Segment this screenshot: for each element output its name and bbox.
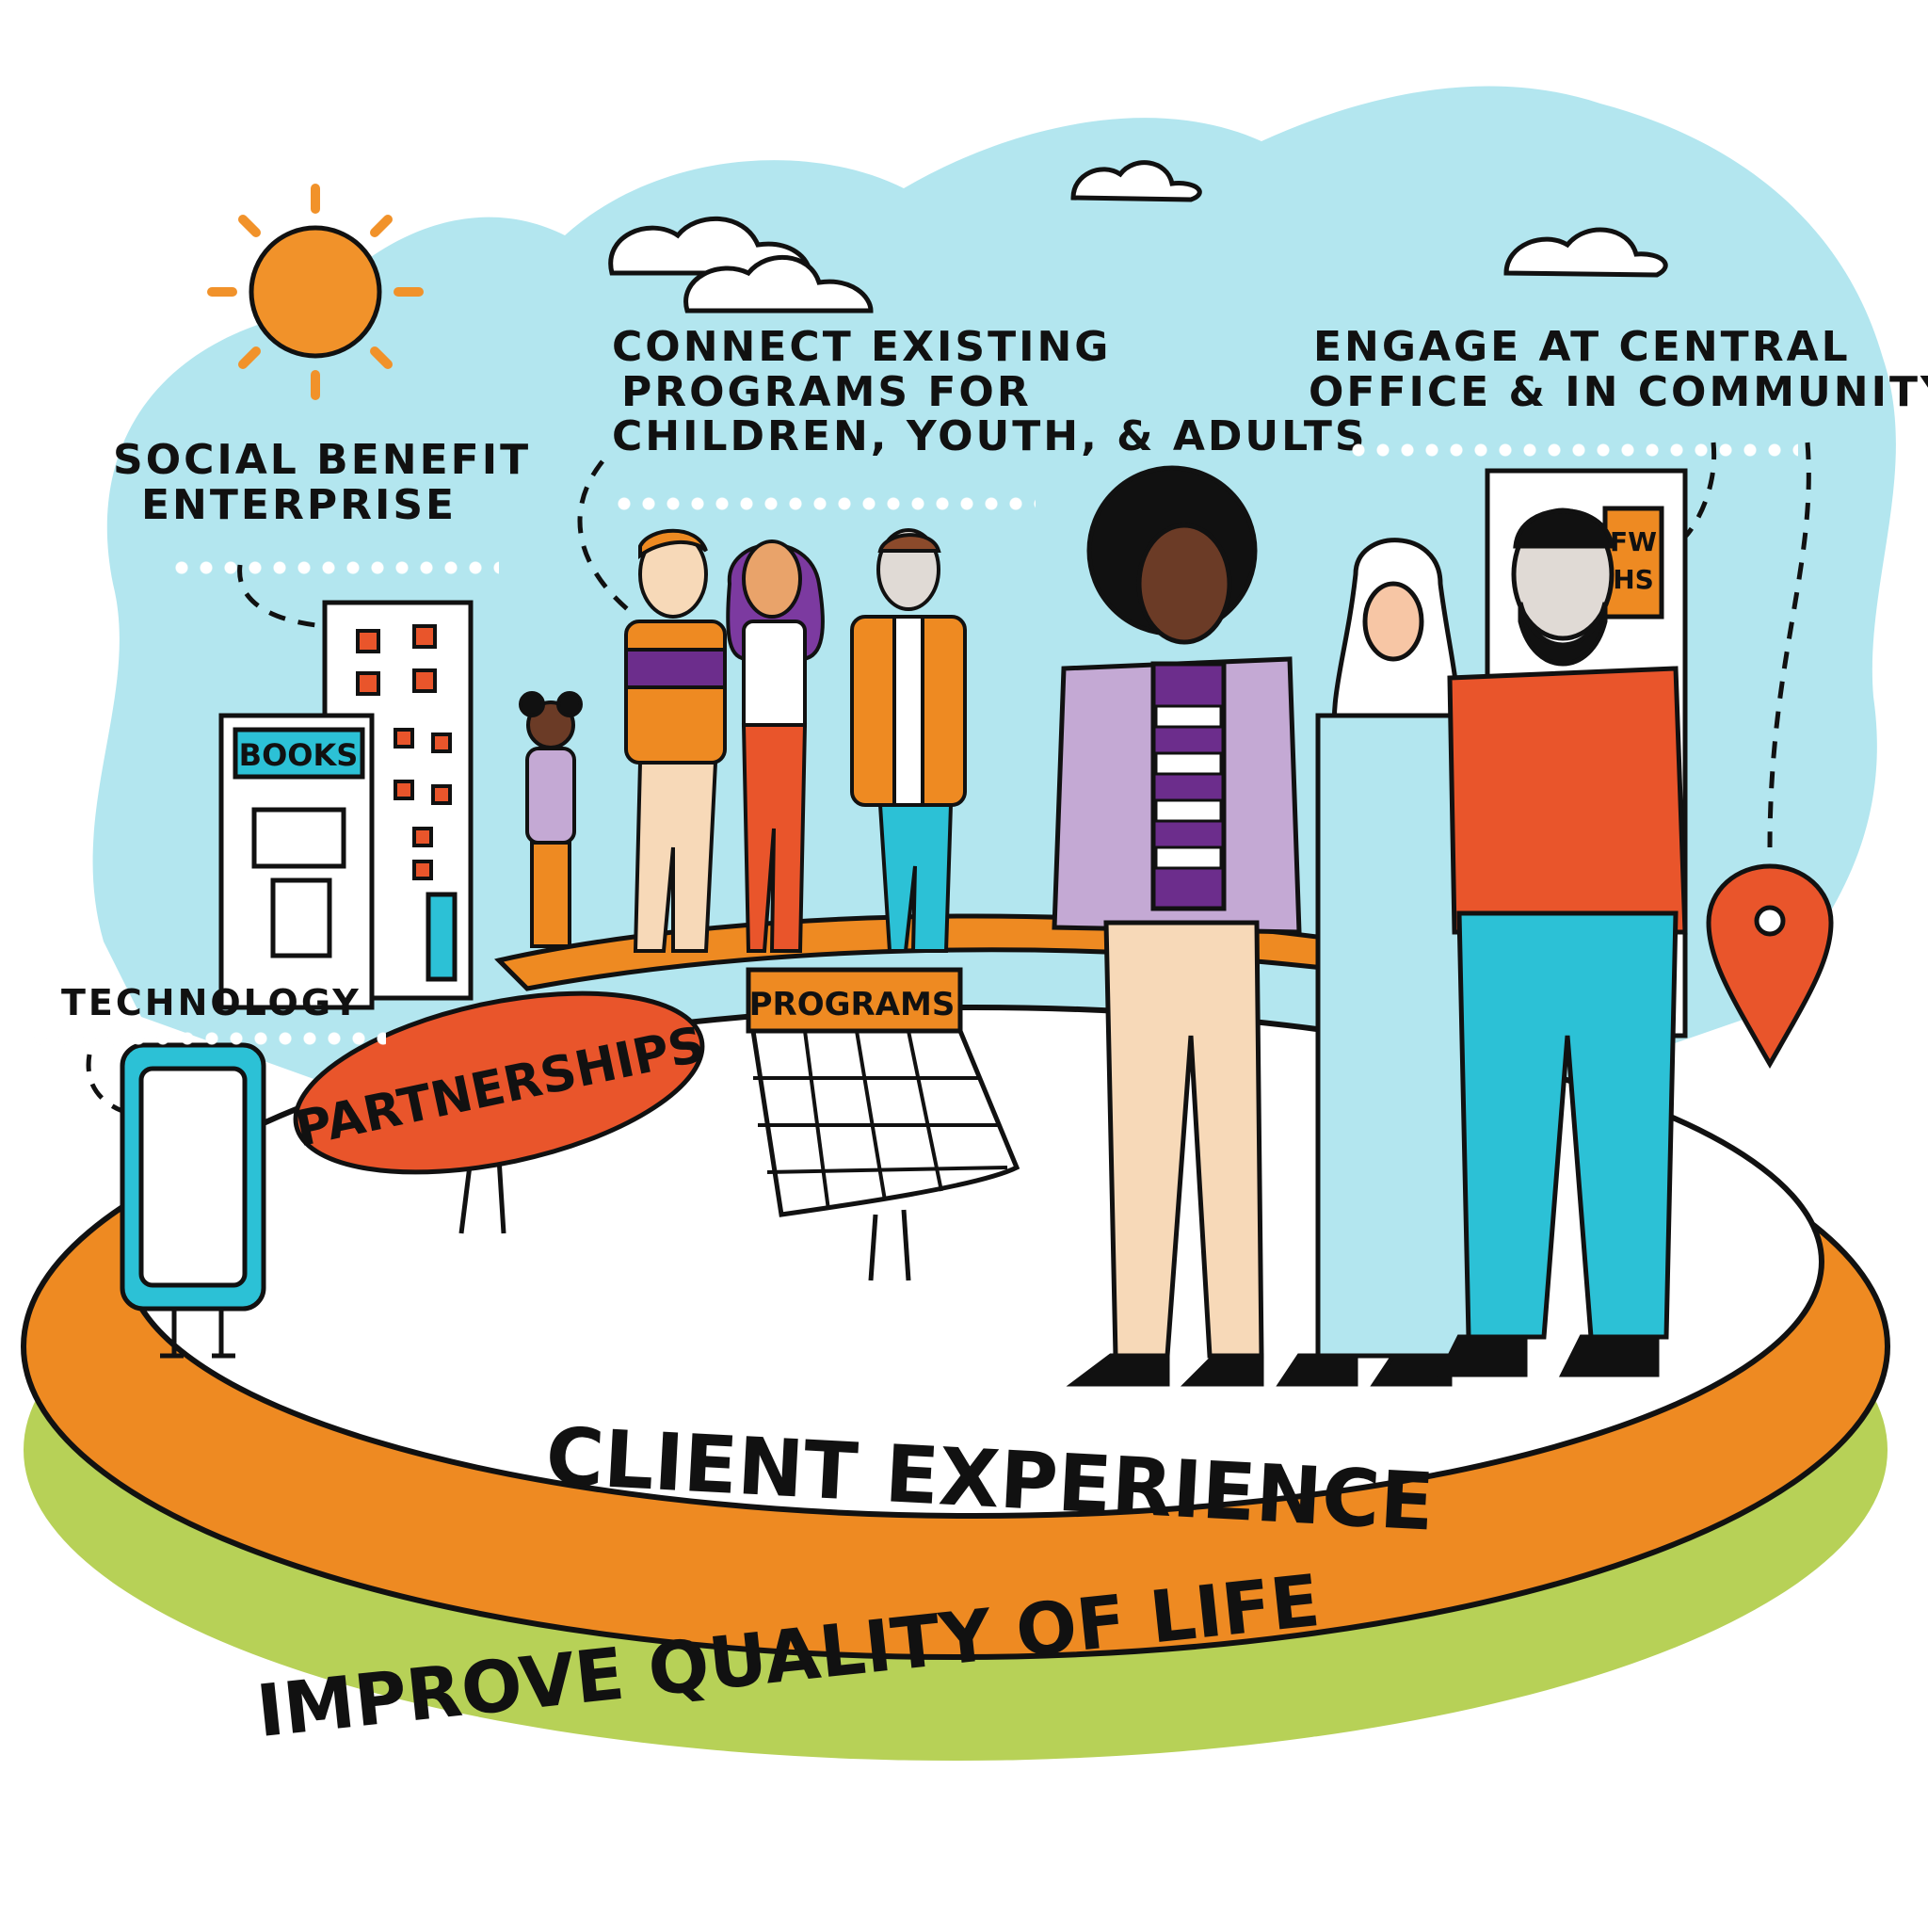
cloud-icon — [1503, 227, 1668, 278]
connect-programs-line-2: PROGRAMS FOR — [621, 367, 1032, 416]
engage-line-1: ENGAGE AT CENTRAL — [1313, 323, 1851, 371]
technology-text: TECHNOLOGY — [61, 982, 362, 1023]
connect-programs-line-3: CHILDREN, YOUTH, & ADULTS — [612, 412, 1368, 461]
cloud-icon — [608, 216, 874, 314]
engage-label: ENGAGE AT CENTRAL OFFICE & IN COMMUNITY — [1309, 325, 1928, 414]
person-teen-1 — [624, 528, 727, 953]
location-pin-icon — [1706, 863, 1834, 1070]
person-teen-3 — [850, 528, 967, 953]
programs-label: PROGRAMS — [749, 986, 956, 1023]
dotted-underline — [169, 560, 499, 575]
cloud-icon — [1070, 160, 1202, 202]
engage-line-2: OFFICE & IN COMMUNITY — [1309, 367, 1928, 416]
social-benefit-line-1: SOCIAL BENEFIT — [113, 436, 532, 484]
bookstore-icon: BOOKS — [218, 713, 375, 1010]
person-man-beard — [1436, 507, 1688, 1377]
social-benefit-label: SOCIAL BENEFIT ENTERPRISE — [113, 438, 531, 527]
connect-programs-label: CONNECT EXISTING PROGRAMS FOR CHILDREN, … — [612, 325, 1368, 459]
person-woman-hijab — [1276, 538, 1481, 1387]
calendar-icon: PROGRAMS — [746, 967, 1020, 1281]
fwhs-sign-line-1: FW — [1610, 526, 1657, 557]
technology-label: TECHNOLOGY — [61, 982, 362, 1023]
fwhs-sign-line-2: HS — [1613, 564, 1654, 595]
dotted-underline — [612, 496, 1036, 511]
connect-programs-line-1: CONNECT EXISTING — [612, 323, 1112, 371]
person-child — [519, 691, 583, 948]
social-benefit-line-2: ENTERPRISE — [141, 480, 458, 529]
sun-icon — [207, 184, 424, 400]
dotted-underline — [28, 1031, 386, 1046]
books-sign-text: BOOKS — [239, 737, 359, 773]
person-woman-afro — [1052, 465, 1302, 1387]
dotted-underline — [1346, 443, 1798, 458]
smartphone-icon — [120, 1042, 266, 1359]
person-teen-2 — [726, 539, 825, 953]
